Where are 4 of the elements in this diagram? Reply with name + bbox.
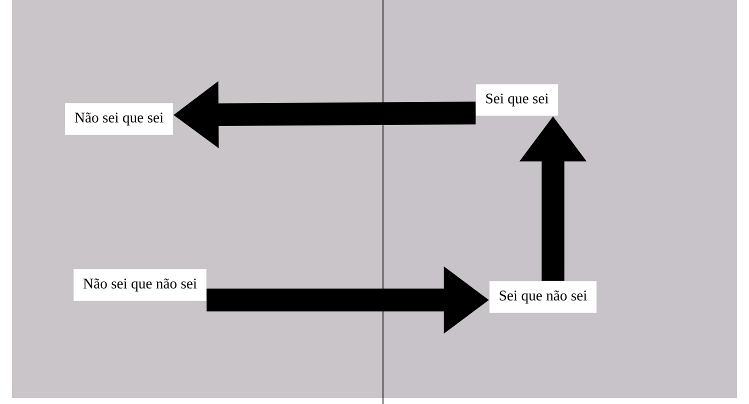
- text-box: Sei que sei: [476, 84, 558, 116]
- text-box: Não sei que não sei: [74, 269, 206, 301]
- text-box: Não sei que sei: [65, 103, 173, 135]
- text-box: Sei que não sei: [489, 281, 597, 313]
